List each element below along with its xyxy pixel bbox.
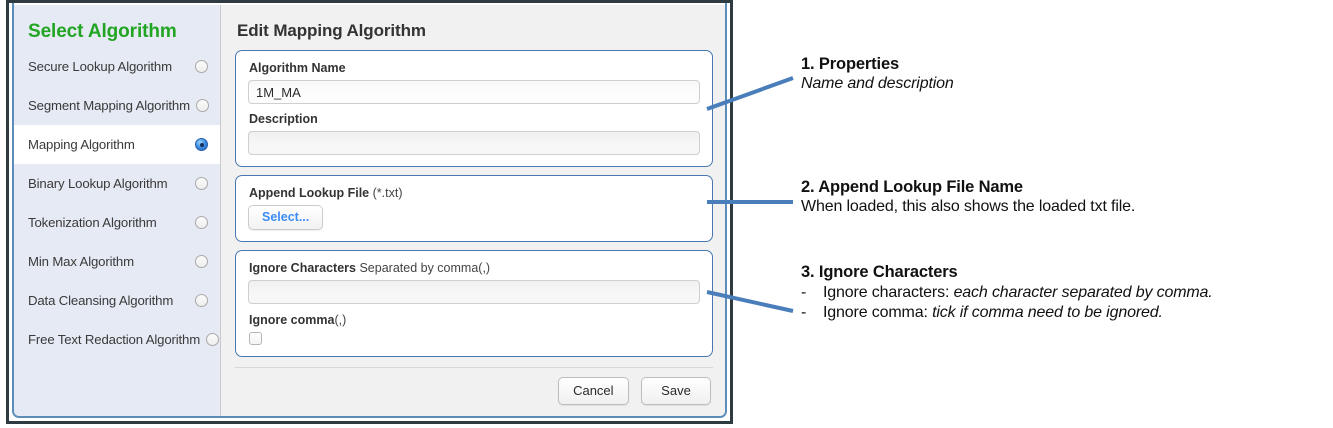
algorithm-name-input[interactable] [248,80,700,104]
bullet-dash: - [801,284,807,301]
select-file-button[interactable]: Select... [248,205,324,230]
radio-icon[interactable] [195,60,208,73]
annotation-properties: 1. Properties Name and description [801,55,954,93]
annotation-title: 2. Append Lookup File Name [801,178,1023,196]
annotation-title: 3. Ignore Characters [801,263,958,281]
radio-icon[interactable] [206,333,220,346]
sidebar-item-label: Free Text Redaction Algorithm [28,332,201,347]
annotation-bullet: - Ignore characters: each character sepa… [801,284,1213,302]
append-lookup-file-label-hint: (*.txt) [372,186,403,200]
description-input[interactable] [248,131,700,155]
append-lookup-file-label: Append Lookup File (*.txt) [249,186,700,200]
sidebar-item-label: Segment Mapping Algorithm [28,98,190,113]
radio-icon[interactable] [195,255,208,268]
annotation-subtitle: Name and description [801,75,954,92]
bullet-plain: Ignore comma: [823,304,933,321]
radio-icon[interactable] [195,294,208,307]
ignore-characters-label: Ignore Characters Separated by comma(,) [249,261,700,275]
sidebar-item-mapping-algorithm[interactable]: Mapping Algorithm [14,125,220,164]
annotation-title: 1. Properties [801,55,900,73]
application-window-inner-frame: Select Algorithm Secure Lookup Algorithm… [12,3,727,418]
append-lookup-file-label-text: Append Lookup File [249,186,370,200]
radio-icon[interactable] [195,216,208,229]
sidebar-item-free-text-redaction-algorithm[interactable]: Free Text Redaction Algorithm [14,320,220,359]
radio-icon[interactable] [195,99,209,112]
bullet-italic: each character separated by comma. [953,284,1213,301]
sidebar-item-tokenization-algorithm[interactable]: Tokenization Algorithm [14,203,220,242]
sidebar-item-label: Secure Lookup Algorithm [28,59,172,74]
append-lookup-file-fieldset: Append Lookup File (*.txt) Select... [235,175,713,242]
sidebar-item-data-cleansing-algorithm[interactable]: Data Cleansing Algorithm [14,281,220,320]
cancel-button[interactable]: Cancel [558,377,629,405]
bullet-dash: - [801,304,807,321]
dialog-footer: Cancel Save [235,367,713,416]
annotation-ignore-characters: 3. Ignore Characters - Ignore characters… [801,263,1213,322]
ignore-characters-label-text: Ignore Characters [249,261,356,275]
sidebar-item-segment-mapping-algorithm[interactable]: Segment Mapping Algorithm [14,86,220,125]
application-window: Select Algorithm Secure Lookup Algorithm… [6,0,733,424]
bullet-plain: Ignore characters: [823,284,954,301]
ignore-characters-label-hint: Separated by comma(,) [359,261,491,275]
radio-icon[interactable] [195,177,208,190]
algorithm-name-label: Algorithm Name [249,61,346,75]
ignore-comma-checkbox[interactable] [249,332,262,345]
description-label: Description [249,112,318,126]
sidebar-item-binary-lookup-algorithm[interactable]: Binary Lookup Algorithm [14,164,220,203]
save-button[interactable]: Save [641,377,711,405]
ignore-characters-fieldset: Ignore Characters Separated by comma(,) … [235,250,713,357]
sidebar-item-label: Min Max Algorithm [28,254,134,269]
window-body: Select Algorithm Secure Lookup Algorithm… [14,5,725,416]
page-title: Edit Mapping Algorithm [237,21,426,40]
sidebar-item-label: Tokenization Algorithm [28,215,157,230]
sidebar-item-label: Mapping Algorithm [28,137,135,152]
sidebar-item-secure-lookup-algorithm[interactable]: Secure Lookup Algorithm [14,47,220,86]
sidebar-title: Select Algorithm [28,21,177,42]
ignore-comma-label-hint: (,) [334,313,347,327]
annotation-append-lookup-file-name: 2. Append Lookup File Name When loaded, … [801,178,1135,216]
sidebar-item-label: Binary Lookup Algorithm [28,176,168,191]
edit-algorithm-panel: Edit Mapping Algorithm Algorithm Name De… [220,5,725,416]
radio-selected-icon[interactable] [195,138,208,151]
properties-fieldset: Algorithm Name Description [235,50,713,167]
ignore-characters-input[interactable] [248,280,700,304]
ignore-comma-label-text: Ignore comma [249,313,335,327]
annotation-bullet: - Ignore comma: tick if comma need to be… [801,304,1213,322]
bullet-text: Ignore comma: tick if comma need to be i… [823,304,1163,322]
bullet-italic: tick if comma need to be ignored. [932,304,1163,321]
annotation-subtitle: When loaded, this also shows the loaded … [801,198,1136,215]
sidebar-item-label: Data Cleansing Algorithm [28,293,174,308]
sidebar-item-min-max-algorithm[interactable]: Min Max Algorithm [14,242,220,281]
ignore-comma-label: Ignore comma(,) [249,313,700,327]
algorithm-sidebar: Select Algorithm Secure Lookup Algorithm… [14,5,220,416]
bullet-text: Ignore characters: each character separa… [823,284,1213,302]
